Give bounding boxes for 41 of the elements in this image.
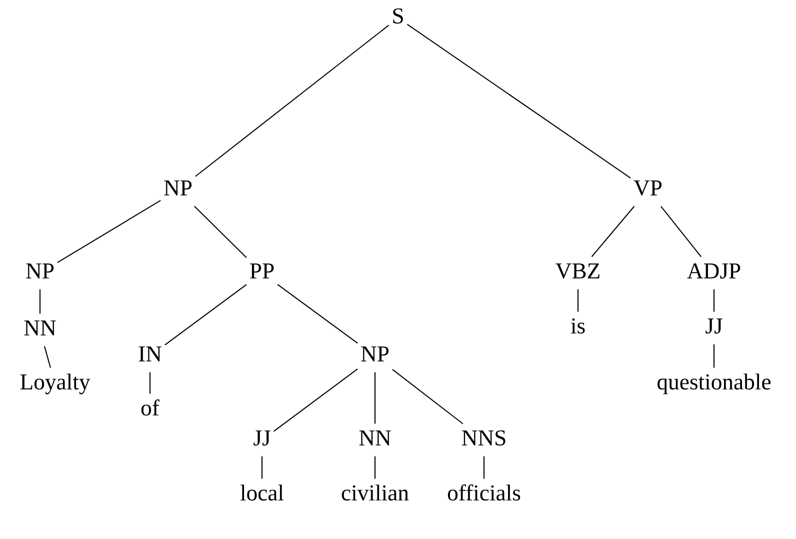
tree-label: VP [634, 180, 662, 196]
tree-label: NP [361, 346, 389, 362]
tree-label: officials [448, 484, 520, 501]
tree-branch [39, 289, 41, 314]
tree-branch [277, 284, 358, 344]
tree-branch [194, 206, 247, 258]
tree-label: JJ [706, 318, 722, 334]
tree-label: NP [164, 180, 192, 196]
tree-branch [660, 206, 702, 258]
tree-branch [713, 344, 715, 368]
tree-label: NP [26, 264, 54, 278]
tree-branch [713, 289, 715, 312]
tree-branch [406, 24, 631, 178]
tree-branch [374, 456, 376, 479]
tree-label: is [570, 318, 585, 334]
tree-label: ADJP [687, 263, 740, 279]
tree-label: local [240, 484, 284, 501]
tree-label: Loyalty [20, 374, 90, 394]
tree-branch [57, 200, 161, 263]
tree-branch [577, 289, 579, 312]
tree-branch [44, 346, 51, 368]
tree-label: JJ [254, 430, 270, 446]
tree-label: PP [250, 264, 274, 278]
tree-branch [164, 284, 247, 346]
tree-label: NNS [462, 430, 506, 446]
tree-branch [149, 372, 151, 394]
tree-branch [483, 456, 485, 479]
tree-branch [374, 372, 376, 424]
tree-label: NN [24, 320, 56, 336]
tree-branch [195, 24, 390, 177]
tree-label: IN [138, 346, 162, 362]
tree-label: civilian [342, 484, 409, 501]
tree-branch [591, 206, 635, 258]
tree-label: S [393, 8, 403, 24]
tree-branch [261, 456, 263, 479]
tree-branch [392, 369, 464, 424]
tree-label: VBZ [556, 264, 600, 279]
tree-branch [273, 368, 358, 432]
tree-label: of [141, 399, 160, 416]
tree-label: NN [359, 430, 391, 446]
tree-label: questionable [658, 374, 771, 394]
